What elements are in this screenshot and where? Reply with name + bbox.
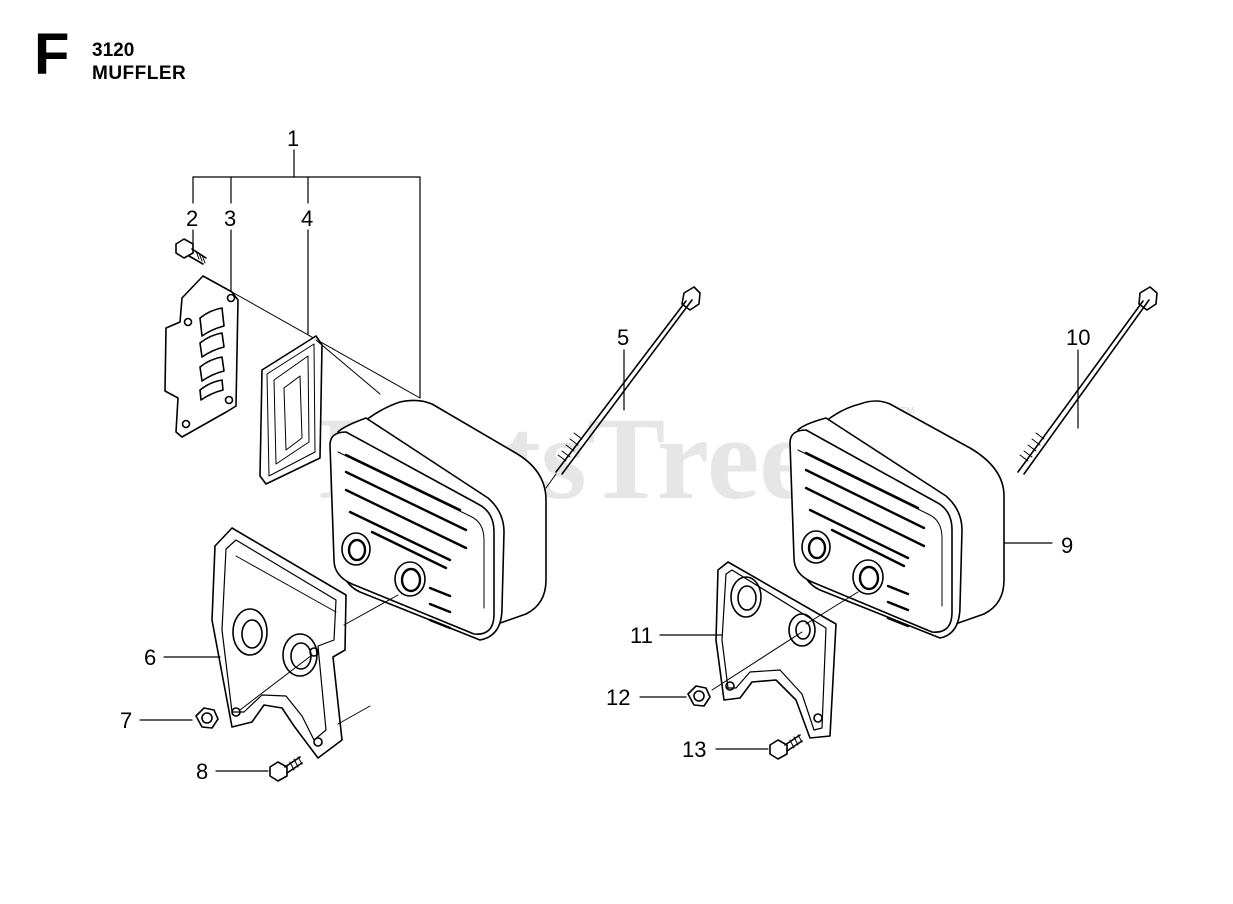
alignment-line (337, 705, 371, 725)
section-name: MUFFLER (92, 63, 187, 84)
callout-9: 9 (1061, 533, 1073, 558)
gasket-part-6 (211, 527, 347, 759)
spark-screen-part-4 (259, 335, 323, 485)
callout-13: 13 (682, 737, 706, 762)
alignment-line (711, 631, 803, 691)
callout-3: 3 (224, 206, 236, 231)
muffler-body-left (329, 399, 547, 641)
callout-10: 10 (1066, 325, 1090, 350)
section-header: F 3120 MUFFLER (0, 0, 400, 100)
alignment-line (315, 339, 381, 395)
screw-part-8 (269, 756, 303, 782)
bolt-part-10 (1017, 286, 1158, 475)
section-code: 3120 (92, 40, 135, 61)
bolt-part-5 (545, 286, 701, 489)
callout-4: 4 (301, 206, 313, 231)
callout-12: 12 (606, 685, 630, 710)
muffler-body-right (789, 400, 1005, 639)
deflector-plate-part-3 (164, 275, 239, 438)
callout-1: 1 (287, 126, 299, 151)
alignment-line (231, 291, 421, 399)
leader-bracket-1 (192, 149, 421, 399)
section-letter: F (34, 22, 70, 87)
screw-part-13 (769, 734, 803, 760)
alignment-line (239, 654, 313, 711)
callout-6: 6 (144, 645, 156, 670)
callout-7: 7 (120, 708, 132, 733)
callout-11: 11 (630, 623, 653, 648)
nut-part-12 (687, 685, 711, 707)
callout-8: 8 (196, 759, 208, 784)
alignment-line (343, 594, 399, 626)
callout-5: 5 (617, 325, 629, 350)
watermark-mark: TM (900, 406, 914, 417)
screw-part-2 (175, 238, 207, 265)
nut-part-7 (195, 707, 219, 729)
callout-2: 2 (186, 206, 198, 231)
callout-labels: 1 2 3 4 5 6 7 8 9 10 11 12 13 (120, 126, 1090, 784)
alignment-line (805, 591, 859, 625)
